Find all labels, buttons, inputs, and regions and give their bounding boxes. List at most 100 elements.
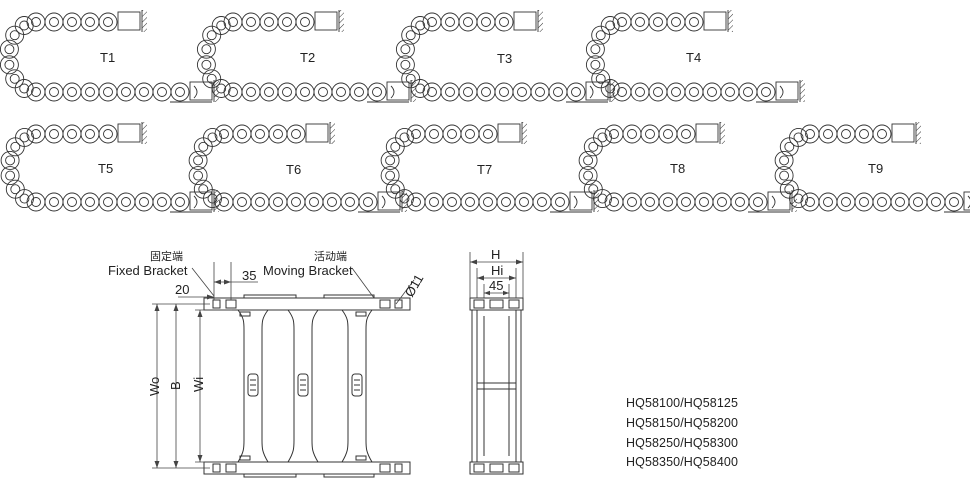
chain-variant-8 <box>578 122 797 213</box>
chain-link-hole <box>372 87 382 97</box>
chain-link-hole <box>405 30 416 41</box>
chain-link-hole <box>291 129 301 139</box>
chain-link <box>422 12 442 32</box>
chain-link <box>277 12 297 32</box>
chain-link <box>223 82 243 102</box>
chain-link-hole <box>617 17 627 27</box>
chain-link <box>748 192 768 212</box>
chain-link-hole <box>9 30 20 41</box>
chain-link <box>648 12 668 32</box>
chain-link-hole <box>103 129 113 139</box>
chain-link <box>578 150 598 170</box>
chain-link <box>789 189 808 209</box>
chain-link <box>98 12 118 32</box>
chain-link <box>211 16 231 35</box>
chain-link-hole <box>399 132 410 143</box>
chain-link <box>424 192 444 212</box>
chain-link <box>800 192 820 212</box>
chain-link <box>152 82 172 102</box>
end-bracket <box>305 123 329 143</box>
chain-link-hole <box>5 155 16 166</box>
dimension-45: 45 <box>489 278 503 293</box>
chain-link-hole <box>595 73 606 84</box>
chain-link-hole <box>483 129 493 139</box>
chain-link <box>818 192 838 212</box>
chain-link-hole <box>175 197 185 207</box>
chain-link <box>854 192 874 212</box>
wall-hatch <box>142 10 147 32</box>
chain-link-hole <box>19 132 30 143</box>
chain-link-hole <box>877 197 887 207</box>
chain-link <box>836 192 856 212</box>
chain-link <box>80 82 100 102</box>
crossbar-3 <box>341 309 373 463</box>
dimension-35: 35 <box>242 268 256 283</box>
chain-link-hole <box>465 197 475 207</box>
chain-link <box>62 82 82 102</box>
chain-link-hole <box>219 129 229 139</box>
chain-link <box>458 12 478 32</box>
chain-link-hole <box>175 87 185 97</box>
chain-link <box>591 25 611 45</box>
chain-link-hole <box>725 87 735 97</box>
chain-link-hole <box>793 193 804 204</box>
chain-link-hole <box>399 193 410 204</box>
chain-link <box>0 39 19 59</box>
chain-link-hole <box>895 197 905 207</box>
chain-link-hole <box>913 197 923 207</box>
chain-link <box>630 12 650 32</box>
end-bracket <box>585 81 609 101</box>
moving-bracket-label: Moving Bracket <box>263 263 353 278</box>
chain-link <box>277 82 297 102</box>
chain-link <box>295 12 315 32</box>
chain-link-hole <box>291 197 301 207</box>
chain-link <box>26 12 46 32</box>
end-bracket <box>513 11 537 31</box>
chain-link <box>26 192 46 212</box>
chain-link <box>890 192 910 212</box>
chain-link <box>908 192 928 212</box>
chain-link-hole <box>445 87 455 97</box>
chain-link <box>80 192 100 212</box>
chain-link <box>134 82 154 102</box>
chain-link <box>694 192 714 212</box>
chain-link-hole <box>689 17 699 27</box>
chain-link-hole <box>345 197 355 207</box>
chain-link <box>202 25 222 45</box>
chain-link-hole <box>103 197 113 207</box>
chain-link-hole <box>595 30 606 41</box>
chain-link-hole <box>31 197 41 207</box>
chain-variant-6 <box>188 122 407 213</box>
chain-link <box>730 192 750 212</box>
chain-link-hole <box>415 20 426 31</box>
chain-link <box>800 124 820 144</box>
chain-link-hole <box>699 197 709 207</box>
variant-label: T7 <box>477 162 492 177</box>
chain-link-hole <box>246 17 256 27</box>
chain-variant-1 <box>0 10 219 103</box>
chain-link-hole <box>85 87 95 97</box>
chain-link-hole <box>282 87 292 97</box>
chain-link-hole <box>207 132 218 143</box>
chain-link <box>406 192 426 212</box>
chain-link-hole <box>121 197 131 207</box>
chain-link-hole <box>671 87 681 97</box>
chain-link <box>512 82 532 102</box>
chain-link-hole <box>49 197 59 207</box>
variant-label: T2 <box>300 50 315 65</box>
chain-link-hole <box>590 44 601 55</box>
chain-link-hole <box>19 20 30 31</box>
end-bracket <box>117 123 141 143</box>
chain-link-hole <box>841 197 851 207</box>
chain-link <box>684 82 704 102</box>
chain-link <box>600 16 620 35</box>
chain-link <box>593 189 612 209</box>
chain-link <box>313 82 333 102</box>
chain-link-hole <box>823 129 833 139</box>
chain-link-hole <box>273 197 283 207</box>
fixed-bracket-cn: 固定端 <box>150 249 183 263</box>
chain-link <box>818 124 838 144</box>
chain-link-hole <box>273 129 283 139</box>
chain-variant-9 <box>774 122 970 213</box>
